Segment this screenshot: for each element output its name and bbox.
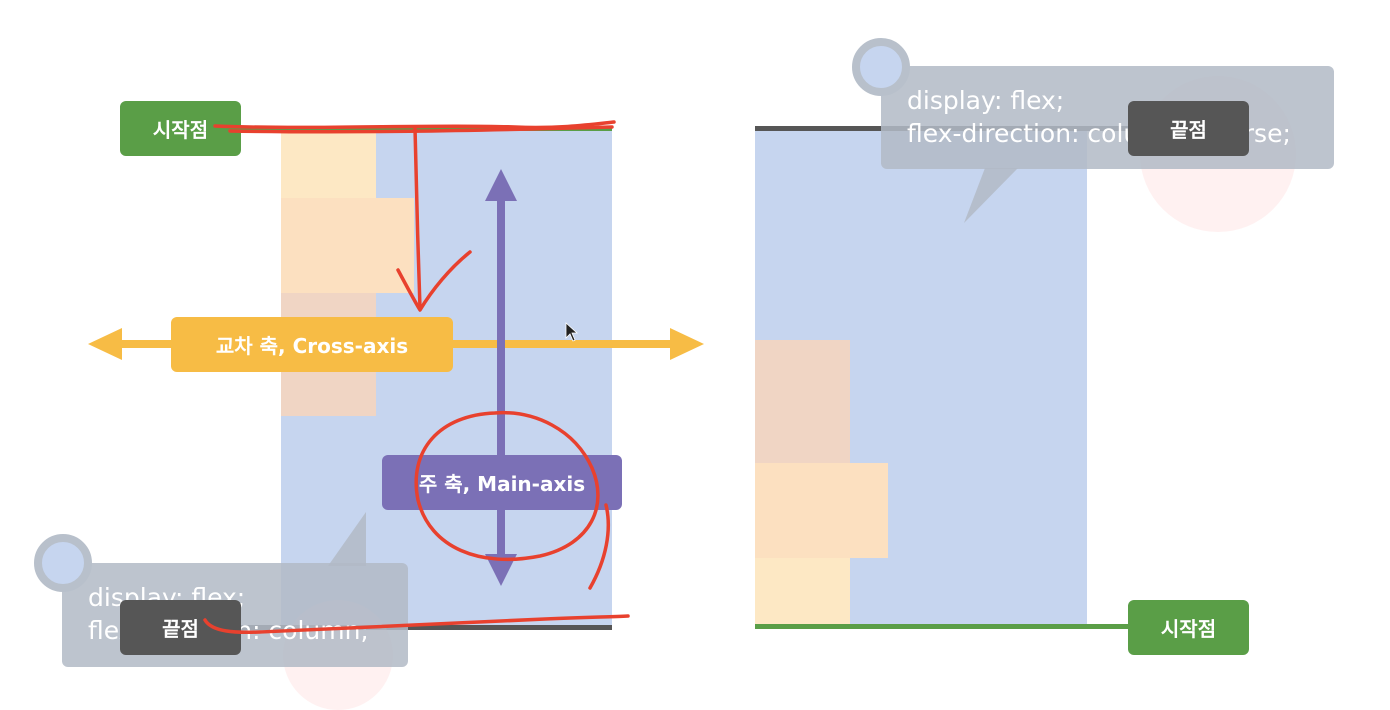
right-bubble-dot bbox=[852, 38, 910, 96]
main-axis-label: 주 축, Main-axis bbox=[382, 455, 622, 510]
right-flex-item-1 bbox=[755, 558, 850, 625]
right-code-line-1: display: flex; bbox=[907, 86, 1065, 115]
left-bubble-dot bbox=[34, 534, 92, 592]
right-flex-item-3 bbox=[755, 340, 850, 463]
right-code-bubble: display: flex; flex-direction: column-re… bbox=[881, 66, 1334, 169]
cross-axis-label: 교차 축, Cross-axis bbox=[171, 317, 453, 372]
left-end-label: 끝점 bbox=[120, 600, 241, 655]
left-flex-container bbox=[281, 128, 612, 628]
right-end-label: 끝점 bbox=[1128, 101, 1249, 156]
left-start-line bbox=[220, 126, 612, 131]
right-start-label: 시작점 bbox=[1128, 600, 1249, 655]
right-start-line bbox=[755, 624, 1155, 629]
right-flex-container bbox=[755, 128, 1087, 625]
right-flex-item-2 bbox=[755, 463, 888, 558]
left-start-label: 시작점 bbox=[120, 101, 241, 156]
left-flex-item-2 bbox=[281, 198, 414, 293]
left-flex-item-1 bbox=[281, 128, 376, 198]
